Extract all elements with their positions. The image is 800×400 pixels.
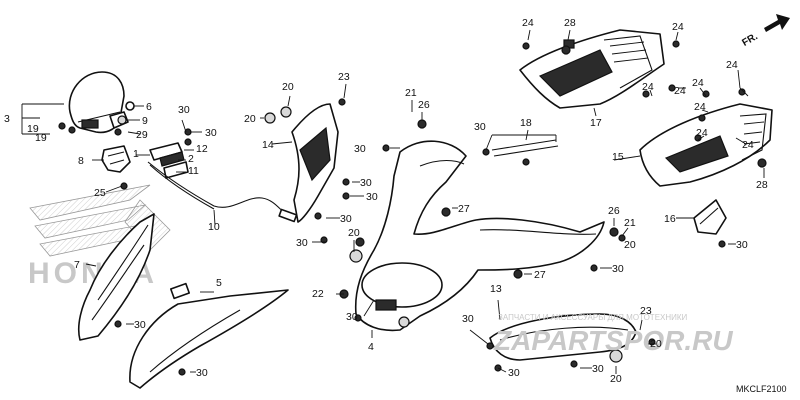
part-lower-trim-13 <box>489 313 637 363</box>
callout-30: 30 <box>196 367 208 379</box>
callout-30: 30 <box>474 121 486 133</box>
callout-30: 30 <box>736 239 748 251</box>
front-arrow-icon <box>764 14 790 32</box>
callout-24: 24 <box>642 81 654 93</box>
callout-23: 23 <box>640 305 652 317</box>
callout-11: 11 <box>188 165 199 177</box>
callout-30: 30 <box>592 363 604 375</box>
callout-30: 30 <box>360 177 372 189</box>
diagram-code: MKCLF2100 <box>736 384 787 394</box>
callout-8: 8 <box>78 155 84 167</box>
callout-20: 20 <box>282 81 294 93</box>
callout-6: 6 <box>146 101 152 113</box>
part-side-cover-5 <box>129 282 289 389</box>
callout-30: 30 <box>134 319 146 331</box>
callout-24: 24 <box>694 101 706 113</box>
part-cable-10 <box>147 161 298 223</box>
callout-24: 24 <box>742 139 754 151</box>
callout-24: 24 <box>522 17 534 29</box>
callout-30: 30 <box>205 127 217 139</box>
part-inner-cover-14 <box>264 98 346 223</box>
callout-21: 21 <box>405 87 417 99</box>
watermark-strip: ЗАПЧАСТИ И АКСЕССУАРЫ ДЛЯ МОТОТЕХНИКИ ZA… <box>493 313 733 356</box>
callout-18: 18 <box>520 117 532 129</box>
callout-30: 30 <box>178 104 190 116</box>
callout-20: 20 <box>650 338 662 350</box>
callout-28: 28 <box>564 17 576 29</box>
front-label: FR. <box>740 31 760 49</box>
watermark-site: ZAPARTSPOR.RU <box>493 325 733 356</box>
part-linkage <box>149 128 192 179</box>
callout-27: 27 <box>534 269 546 281</box>
front-direction-indicator: FR. <box>740 14 790 49</box>
part-front-cover-4 <box>349 140 605 332</box>
callout-24: 24 <box>696 127 708 139</box>
callout-24: 24 <box>672 21 684 33</box>
callout-26: 26 <box>608 205 620 217</box>
callout-10: 10 <box>208 221 220 233</box>
callout-30: 30 <box>296 237 308 249</box>
callout-22: 22 <box>312 288 324 300</box>
callout-12: 12 <box>196 143 208 155</box>
callout-17: 17 <box>590 117 602 129</box>
part-side-panel-7 <box>77 213 155 341</box>
screws <box>114 40 746 376</box>
callout-30: 30 <box>612 263 624 275</box>
callout-20: 20 <box>244 113 256 125</box>
part-bracket-8 <box>101 145 131 190</box>
callout-5: 5 <box>216 277 222 289</box>
callout-20: 20 <box>624 239 636 251</box>
watermark-strip-text: ЗАПЧАСТИ И АКСЕССУАРЫ ДЛЯ МОТОТЕХНИКИ <box>498 313 688 322</box>
callout-3: 3 <box>4 113 10 125</box>
callout-4: 4 <box>368 341 374 353</box>
callout-30: 30 <box>340 213 352 225</box>
part-upper-panel-17 <box>519 29 665 109</box>
part-inner-panel-15 <box>639 103 773 187</box>
callout-29: 29 <box>136 129 148 141</box>
callout-26: 26 <box>418 99 430 111</box>
callout-30: 30 <box>354 143 366 155</box>
callout-24: 24 <box>692 77 704 89</box>
callout-2: 2 <box>188 153 194 165</box>
callout-14: 14 <box>262 139 274 151</box>
callout-23: 23 <box>338 71 350 83</box>
callout-25: 25 <box>94 187 106 199</box>
callout-30: 30 <box>346 311 358 323</box>
callout-20: 20 <box>610 373 622 385</box>
callout-19: 19 <box>27 123 39 135</box>
part-stay-18 <box>491 139 559 166</box>
callout-24: 24 <box>726 59 738 71</box>
callout-7: 7 <box>74 259 80 271</box>
leader-lines <box>21 29 765 374</box>
callout-labels: 3 19 19 6 9 29 30 30 12 1 2 11 8 25 10 7… <box>4 17 768 385</box>
callout-9: 9 <box>142 115 148 127</box>
callout-30: 30 <box>462 313 474 325</box>
callout-20: 20 <box>348 227 360 239</box>
part-bracket-16 <box>693 199 727 235</box>
callout-21: 21 <box>624 217 636 229</box>
callout-13: 13 <box>490 283 502 295</box>
callout-15: 15 <box>612 151 624 163</box>
callout-28: 28 <box>756 179 768 191</box>
callout-24: 24 <box>674 85 686 97</box>
callout-19: 19 <box>35 132 47 144</box>
callout-1: 1 <box>133 148 139 160</box>
callout-30: 30 <box>366 191 378 203</box>
callout-16: 16 <box>664 213 676 225</box>
callout-30: 30 <box>508 367 520 379</box>
callout-27: 27 <box>458 203 470 215</box>
